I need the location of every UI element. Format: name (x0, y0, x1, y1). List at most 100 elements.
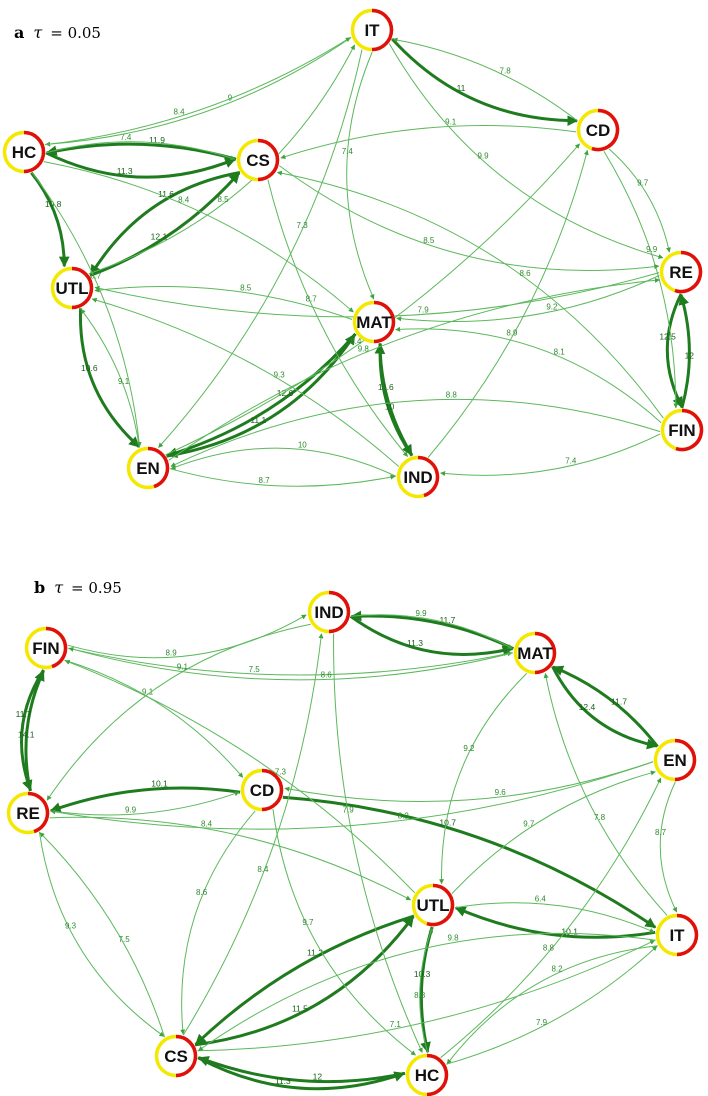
edge-fin-to-cd (64, 659, 244, 778)
node-ring-red (674, 250, 703, 294)
edge-label-ind-to-mat: 11.3 (407, 638, 423, 648)
edge-it-to-utl (454, 906, 656, 939)
edge-ind-to-cd (427, 149, 589, 458)
edge-utl-to-cs (89, 172, 241, 277)
edge-cd-to-re (49, 786, 241, 813)
edge-label-mat-to-en: 12.4 (579, 702, 596, 712)
edge-cd-to-it (392, 37, 579, 122)
node-label-mat: MAT (356, 313, 392, 332)
svg-text:b τ = 0.95: b τ = 0.95 (34, 578, 122, 597)
edge-cs-to-utl (194, 915, 415, 1047)
panel-a-letter: a (14, 23, 24, 42)
edge-ind-to-re (46, 623, 311, 801)
edge-ind-to-mat (374, 343, 414, 457)
panel-b-letter: b (34, 578, 45, 597)
edge-label-fin-to-cd: 9.1 (142, 688, 154, 697)
node-en: EN (653, 738, 697, 782)
edge-re-to-fin (665, 293, 684, 408)
node-mat: MAT (352, 300, 396, 344)
edge-label-en-to-mat: 11.7 (611, 696, 627, 706)
edge-cs-to-utl (89, 171, 241, 276)
edge-hc-to-en (31, 172, 142, 448)
node-body (661, 409, 703, 451)
edge-en-to-ind (169, 468, 396, 487)
node-label-cd: CD (586, 121, 611, 140)
edge-cd-to-fin (603, 150, 679, 409)
edge-label-ind-to-cd: 8.9 (506, 328, 518, 337)
node-ring-red (147, 446, 170, 489)
node-cs: CS (236, 138, 280, 182)
edge-it-to-cs (197, 932, 656, 1052)
edge-mat-to-en (166, 332, 357, 458)
node-body (155, 1035, 197, 1077)
node-fin: FIN (660, 408, 704, 452)
edge-cs-to-it (197, 939, 656, 1052)
edge-utl-to-it (454, 902, 655, 933)
edge-re-to-mat (396, 275, 660, 323)
edge-hc-to-utl (419, 927, 434, 1054)
edge-re-to-utl (49, 816, 412, 901)
edge-label-fin-to-mat: 8.1 (554, 348, 566, 357)
node-body (660, 251, 702, 293)
edge-label-utl-to-hc: 10.3 (414, 969, 431, 979)
edge-label-re-to-mat: 9.2 (546, 302, 558, 311)
edge-label-it-to-hc: 8.2 (551, 964, 563, 973)
edge-cs-to-hc (45, 142, 237, 161)
edge-label-hc-to-it: 7.9 (536, 1018, 548, 1027)
panel-b-title: b τ = 0.95 (34, 578, 122, 597)
edge-label-en-to-utl: 9.1 (118, 377, 130, 386)
edge-it-to-cd (390, 37, 579, 127)
edge-label-hc-to-it: 8.4 (173, 108, 185, 117)
edge-label-cd-to-cs: 8.6 (196, 888, 208, 897)
edge-en-to-re (168, 277, 660, 461)
edge-cs-to-re (279, 165, 660, 271)
edge-label-cs-to-ind: 8.7 (306, 295, 318, 304)
node-body (308, 591, 350, 633)
node-body (353, 301, 395, 343)
node-label-en: EN (663, 751, 687, 770)
edge-label-hc-to-en: 8.8 (543, 943, 555, 952)
edge-label-ind-to-en: 10 (298, 440, 307, 449)
edge-en-to-utl (80, 308, 140, 448)
edge-mat-to-en (551, 665, 658, 750)
node-body (654, 739, 696, 781)
edge-re-to-fin (24, 669, 45, 792)
svg-text:a τ = 0.05: a τ = 0.05 (14, 23, 101, 42)
edge-fin-to-cs (276, 170, 664, 419)
node-hc: HC (2, 130, 46, 174)
edge-label-utl-to-en: 10.6 (81, 363, 98, 373)
node-body (412, 884, 454, 926)
node-body (577, 109, 619, 151)
edge-it-to-hc (45, 36, 352, 147)
node-ring-red (23, 130, 46, 174)
edge-label-cd-to-re: 9.7 (637, 179, 649, 188)
edge-label-hc-to-cs: 7.4 (120, 133, 132, 142)
node-ring-red (45, 626, 68, 669)
edge-ind-to-hc (333, 633, 423, 1053)
edge-re-to-cs (38, 831, 165, 1037)
edge-label-cs-to-ind: 8.4 (257, 865, 269, 874)
edge-it-to-re (388, 43, 664, 259)
edge-label-cd-to-it: 10.7 (439, 818, 456, 828)
node-ring-red (257, 138, 280, 182)
edge-label-it-to-mat: 7.8 (594, 813, 606, 822)
edge-label-cd-to-cs: 9.1 (445, 117, 457, 126)
node-body (51, 267, 93, 309)
edge-label-hc-to-utl: 8.8 (414, 991, 426, 1000)
node-ring-red (371, 8, 394, 52)
node-body (127, 447, 169, 489)
node-cd: CD (240, 768, 284, 812)
node-label-fin: FIN (32, 639, 59, 658)
node-utl: UTL (50, 266, 94, 310)
edge-cd-to-re (608, 148, 671, 253)
node-cs: CS (154, 1034, 198, 1078)
edge-ind-to-mat (349, 615, 514, 656)
edge-label-fin-to-mat: 7.5 (249, 665, 261, 674)
edge-label-it-to-cs: 9.8 (447, 934, 459, 943)
edge-label-re-to-cs: 9.3 (65, 922, 77, 931)
edge-fin-to-re (678, 293, 691, 409)
edge-re-to-cd (49, 791, 240, 816)
panel-a-title: a τ = 0.05 (14, 23, 101, 42)
edge-fin-to-mat (67, 647, 513, 676)
